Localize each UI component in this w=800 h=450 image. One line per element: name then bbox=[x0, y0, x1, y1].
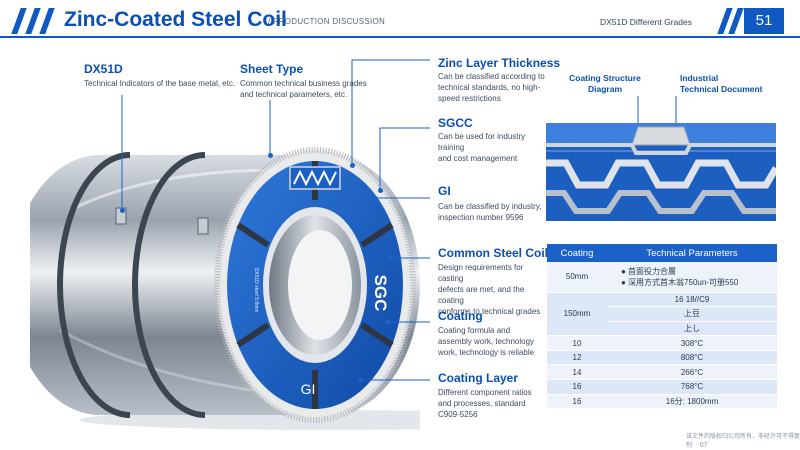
table-header-coating: Coating bbox=[547, 244, 607, 262]
table-row: 16 16分: 1800mm bbox=[547, 394, 777, 410]
page-header: Zinc-Coated Steel Coil / PRODUCTION DISC… bbox=[0, 0, 800, 40]
callout-desc-coating-layer: Different component ratios and processes… bbox=[438, 388, 532, 419]
table-row: 150mm 16 18//C9 bbox=[547, 292, 777, 337]
table-cell: 16 18//C9 bbox=[607, 292, 777, 308]
callout-desc-sgcc: Can be used for industry training and co… bbox=[438, 132, 526, 163]
callout-title-sheet-type: Sheet Type bbox=[240, 62, 304, 76]
steel-coil-illustration: SGC GI DX51D steel 5.8mm bbox=[30, 147, 420, 430]
coil-face-label: SGC bbox=[371, 275, 390, 312]
footer-page-number: 07 bbox=[699, 442, 708, 449]
callout-dot bbox=[350, 163, 355, 168]
coating-parameters-table: Coating Technical Parameters 50mm ● 首面役力… bbox=[547, 244, 777, 410]
table-cell: 上豆 bbox=[607, 306, 777, 322]
diagram-label-structure: Coating Structure Diagram bbox=[569, 73, 641, 94]
header-rule bbox=[0, 36, 800, 38]
table-cell: 266°C bbox=[607, 364, 777, 381]
table-cell: 768°C bbox=[607, 379, 777, 395]
table-cell: 12 bbox=[547, 350, 607, 366]
callout-desc-sheet-type: Common technical business grades and tec… bbox=[240, 79, 367, 99]
table-cell: 上し bbox=[607, 321, 777, 337]
callout-title-common-steel-coils: Common Steel Coils bbox=[438, 246, 555, 260]
table-cell: 308°C bbox=[607, 335, 777, 351]
callout-title-coating: Coating bbox=[438, 309, 483, 323]
coating-structure-diagram bbox=[546, 123, 776, 221]
callout-title-gi: GI bbox=[438, 184, 451, 198]
table-row: 12 808°C bbox=[547, 350, 777, 366]
table-cell: ● 首面役力合層 ● 深用方式首木翁750un-可册550 bbox=[607, 262, 777, 293]
table-cell: 10 bbox=[547, 335, 607, 351]
table-cell: 16 bbox=[547, 394, 607, 410]
callout-desc-coating: Coating formula and assembly work, techn… bbox=[438, 326, 535, 357]
coil-strap bbox=[57, 152, 131, 418]
table-row: 10 308°C bbox=[547, 335, 777, 351]
callout-title-dx51d: DX51D bbox=[84, 62, 123, 76]
page-subtitle: / PRODUCTION DISCUSSION bbox=[268, 17, 386, 26]
table-cell: 150mm bbox=[547, 292, 607, 337]
grade-label: DX51D Different Grades bbox=[600, 17, 692, 27]
callout-desc-gi: Can be classified by industry, inspectio… bbox=[438, 202, 542, 222]
table-cell: 16分: 1800mm bbox=[607, 394, 777, 410]
callout-title-zinc-layer: Zinc Layer Thickness bbox=[438, 56, 561, 70]
callout-desc-common-steel-coils: Design requirements for casting defects … bbox=[438, 263, 541, 316]
callout-title-coating-layer: Coating Layer bbox=[438, 371, 519, 385]
page-number-badge: 51 bbox=[744, 8, 784, 34]
callout-dot bbox=[268, 153, 273, 158]
callout-desc-zinc-layer: Can be classified according to technical… bbox=[438, 72, 545, 103]
coil-side-text: DX51D steel 5.8mm bbox=[253, 268, 259, 313]
callout-desc-dx51d: Technical Indicators of the base metal, … bbox=[84, 79, 236, 88]
callout-dot bbox=[120, 208, 125, 213]
page-title: Zinc-Coated Steel Coil bbox=[64, 8, 287, 31]
table-header-parameters: Technical Parameters bbox=[607, 244, 777, 262]
corrugated-sheet-bottom bbox=[546, 190, 776, 214]
callout-dot bbox=[378, 188, 383, 193]
table-row: 上豆 bbox=[547, 306, 777, 322]
callout-title-sgcc: SGCC bbox=[438, 116, 473, 130]
table-row: 14 266°C bbox=[547, 364, 777, 381]
table-cell: 14 bbox=[547, 364, 607, 381]
table-row: 16 768°C bbox=[547, 379, 777, 395]
table-row: 上し bbox=[547, 321, 777, 337]
corrugated-sheet-top bbox=[546, 159, 776, 189]
callout-dot bbox=[388, 256, 393, 261]
coil-face-label-2: GI bbox=[301, 381, 316, 397]
callout-dot bbox=[358, 378, 363, 383]
diagram-label-document: Industrial Technical Document bbox=[680, 73, 763, 94]
coil-strap bbox=[132, 152, 206, 418]
callout-dot bbox=[373, 196, 378, 201]
table-cell: 50mm bbox=[547, 262, 607, 293]
table-header-row: Coating Technical Parameters bbox=[547, 244, 777, 262]
table-row: 50mm ● 首面役力合層 ● 深用方式首木翁750un-可册550 bbox=[547, 262, 777, 293]
table-cell: 16 bbox=[547, 379, 607, 395]
table-cell: 808°C bbox=[607, 350, 777, 366]
footer-note: 该文件的版权归公司所有，非经许可不得复制 07 bbox=[686, 434, 800, 449]
callout-dot bbox=[386, 320, 391, 325]
